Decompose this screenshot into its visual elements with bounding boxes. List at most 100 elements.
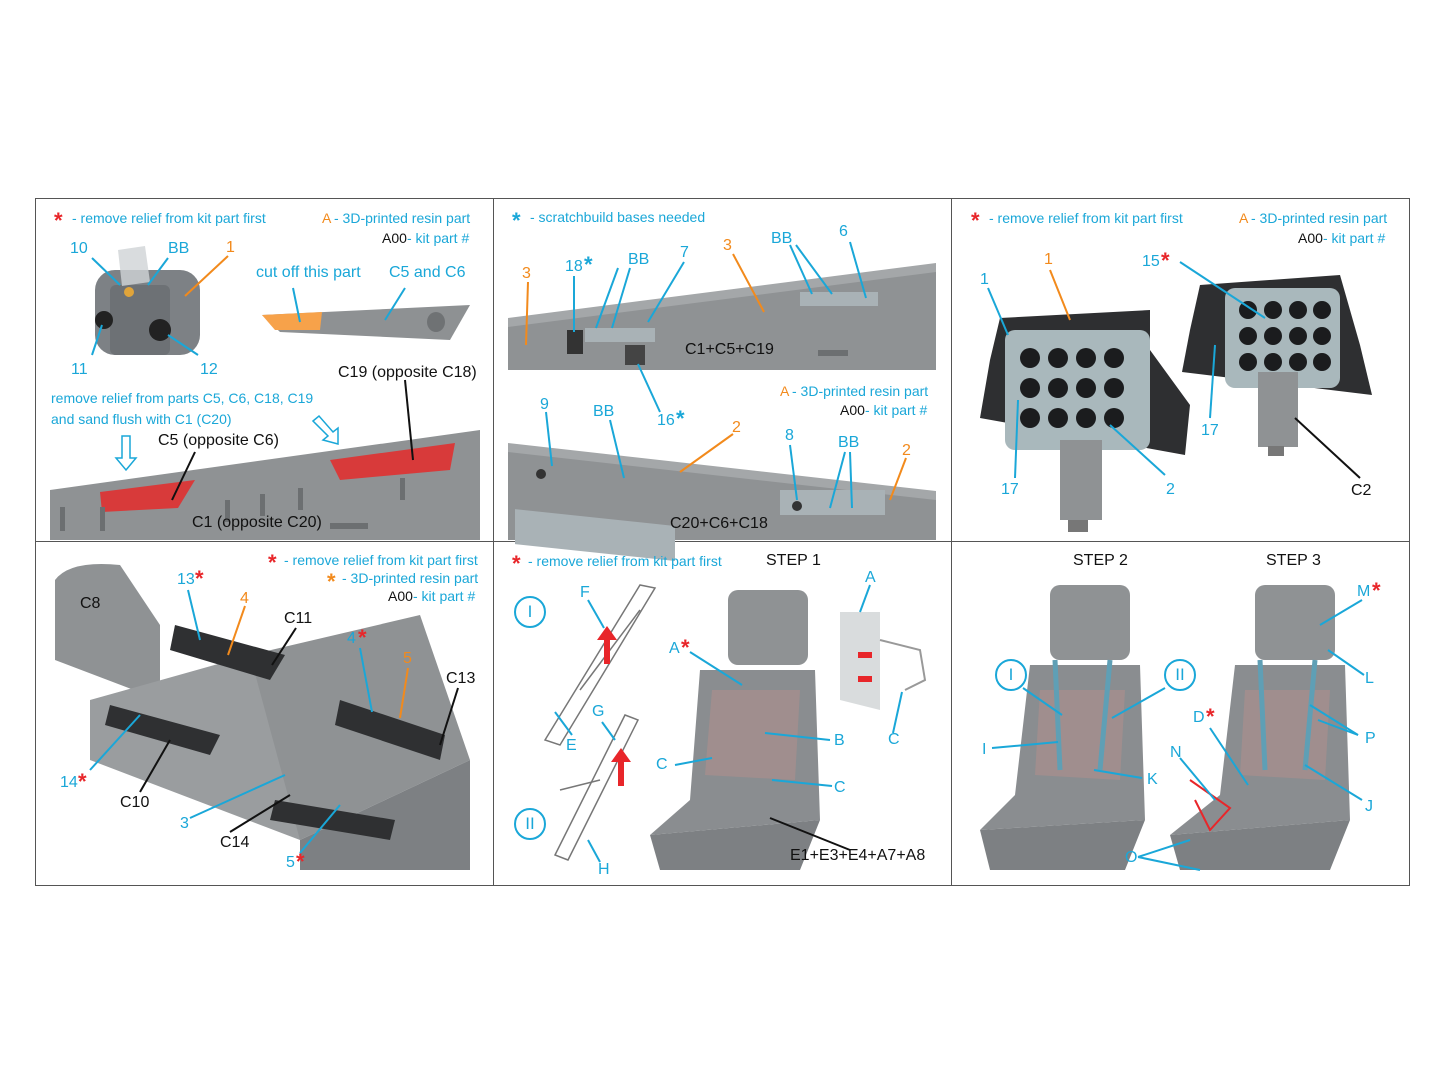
seat-assembly-label: E1+E3+E4+A7+A8 bbox=[790, 847, 926, 864]
blue-star-18: * bbox=[584, 252, 593, 277]
star-marker-p5: * bbox=[512, 551, 521, 576]
divider-v2 bbox=[951, 198, 952, 886]
legend2-resin-text: - 3D-printed resin part bbox=[792, 383, 929, 399]
legend-kit-text: - kit part # bbox=[407, 230, 470, 246]
leader-assembly bbox=[769, 817, 851, 851]
label-16: 16 bbox=[657, 412, 675, 429]
roman-2-badge: II bbox=[514, 808, 546, 840]
label-12: 12 bbox=[200, 361, 218, 378]
hollow-arrows bbox=[114, 414, 339, 472]
label-m: M bbox=[1357, 583, 1371, 600]
star-5: * bbox=[296, 849, 305, 874]
seat-step1 bbox=[650, 590, 820, 870]
blue-star-16: * bbox=[676, 406, 685, 431]
seat-label-a: A bbox=[669, 640, 680, 657]
instruction-sheet bbox=[35, 198, 1410, 886]
star-15: * bbox=[1161, 248, 1170, 273]
legend-remove-relief: - remove relief from kit part first bbox=[72, 210, 266, 226]
roman-1-badge-step2: I bbox=[995, 659, 1027, 691]
divider-v1 bbox=[493, 198, 494, 886]
label-bb-top1: BB bbox=[628, 251, 650, 268]
leader-lines-panel4 bbox=[89, 589, 373, 854]
gunsight-part bbox=[95, 246, 200, 355]
label-c14: C14 bbox=[220, 834, 250, 851]
leader-orange-panel4 bbox=[227, 605, 409, 719]
leader-lines-panel1 bbox=[91, 257, 406, 356]
legend3-resin-letter: A bbox=[1239, 210, 1249, 226]
label-k: K bbox=[1147, 771, 1158, 788]
label-13: 13 bbox=[177, 571, 195, 588]
leader-orange-panel3 bbox=[1049, 269, 1071, 321]
legend2-kit-text: - kit part # bbox=[865, 402, 928, 418]
legend4-resin-text: - 3D-printed resin part bbox=[342, 570, 479, 586]
leader-black-panel4 bbox=[139, 627, 459, 833]
legend4-kit-code: A00 bbox=[388, 588, 413, 604]
label-c1: C1 (opposite C20) bbox=[192, 514, 322, 531]
star-a: * bbox=[681, 635, 690, 660]
belt-strap-2 bbox=[553, 714, 640, 861]
label-11: 11 bbox=[71, 361, 88, 378]
step-2-title: STEP 2 bbox=[1073, 552, 1128, 569]
label-1: 1 bbox=[226, 239, 235, 256]
label-c8: C8 bbox=[80, 595, 101, 612]
label-18: 18 bbox=[565, 258, 583, 275]
roman-1-badge: I bbox=[514, 596, 546, 628]
label-17-right: 17 bbox=[1201, 422, 1219, 439]
label-9: 9 bbox=[540, 396, 549, 413]
legend-scratchbuild: - scratchbuild bases needed bbox=[530, 209, 706, 225]
star-d: * bbox=[1206, 704, 1215, 729]
leader-lines-panel2 bbox=[545, 241, 867, 509]
cockpit-tub bbox=[55, 564, 470, 870]
label-2-bottom2: 2 bbox=[902, 442, 911, 459]
legend-resin-text: - 3D-printed resin part bbox=[334, 210, 471, 226]
legend2-kit-code: A00 bbox=[840, 402, 865, 418]
instruction-line-1: remove relief from parts C5, C6, C18, C1… bbox=[51, 390, 314, 406]
legend3-kit-code: A00 bbox=[1298, 230, 1323, 246]
label-17-left: 17 bbox=[1001, 481, 1019, 498]
seat-label-c-right: C bbox=[834, 779, 846, 796]
star-marker-p3: * bbox=[971, 208, 980, 233]
leader-c5 bbox=[171, 451, 196, 501]
label-2-bottom1: 2 bbox=[732, 419, 741, 436]
star-4: * bbox=[358, 625, 367, 650]
legend3-remove-relief: - remove relief from kit part first bbox=[989, 210, 1183, 226]
step-1-title: STEP 1 bbox=[766, 552, 821, 569]
label-4-orange: 4 bbox=[240, 590, 249, 607]
label-c19: C19 (opposite C18) bbox=[338, 364, 477, 381]
sidewall-bottom bbox=[508, 443, 936, 561]
legend3-kit-text: - kit part # bbox=[1323, 230, 1386, 246]
seat-label-b: B bbox=[834, 732, 845, 749]
star-13: * bbox=[195, 566, 204, 591]
label-c10: C10 bbox=[120, 794, 150, 811]
seat-step2 bbox=[980, 585, 1145, 870]
label-4-blue: 4 bbox=[347, 630, 356, 647]
star-14: * bbox=[78, 769, 87, 794]
label-bb-bottom1: BB bbox=[593, 403, 615, 420]
belt-label-g: G bbox=[592, 703, 605, 720]
label-p: P bbox=[1365, 730, 1376, 747]
orange-star-marker: * bbox=[327, 569, 336, 594]
instrument-panel-right bbox=[1182, 275, 1372, 456]
seat-label-c-left: C bbox=[656, 756, 668, 773]
label-3-right: 3 bbox=[723, 237, 732, 254]
leader-lines-panel6 bbox=[991, 599, 1365, 871]
seat-step3 bbox=[1170, 585, 1350, 870]
label-1-blue: 1 bbox=[980, 271, 989, 288]
legend5-remove-relief: - remove relief from kit part first bbox=[528, 553, 722, 569]
seat-part-a bbox=[840, 612, 927, 710]
cockpit-sidewall-1 bbox=[50, 430, 480, 540]
label-c5-c6: C5 and C6 bbox=[389, 264, 466, 281]
label-5-blue: 5 bbox=[286, 854, 295, 871]
label-assembly-top: C1+C5+C19 bbox=[685, 341, 774, 358]
label-l: L bbox=[1365, 670, 1374, 687]
step-3-title: STEP 3 bbox=[1266, 552, 1321, 569]
label-2: 2 bbox=[1166, 481, 1175, 498]
label-bb-bottom2: BB bbox=[838, 434, 860, 451]
leader-orange-1 bbox=[184, 255, 229, 297]
label-d: D bbox=[1193, 709, 1205, 726]
label-assembly-bottom: C20+C6+C18 bbox=[670, 515, 768, 532]
part-label-a: A bbox=[865, 569, 876, 586]
star-marker: * bbox=[54, 208, 63, 233]
cut-off-part bbox=[262, 305, 470, 340]
